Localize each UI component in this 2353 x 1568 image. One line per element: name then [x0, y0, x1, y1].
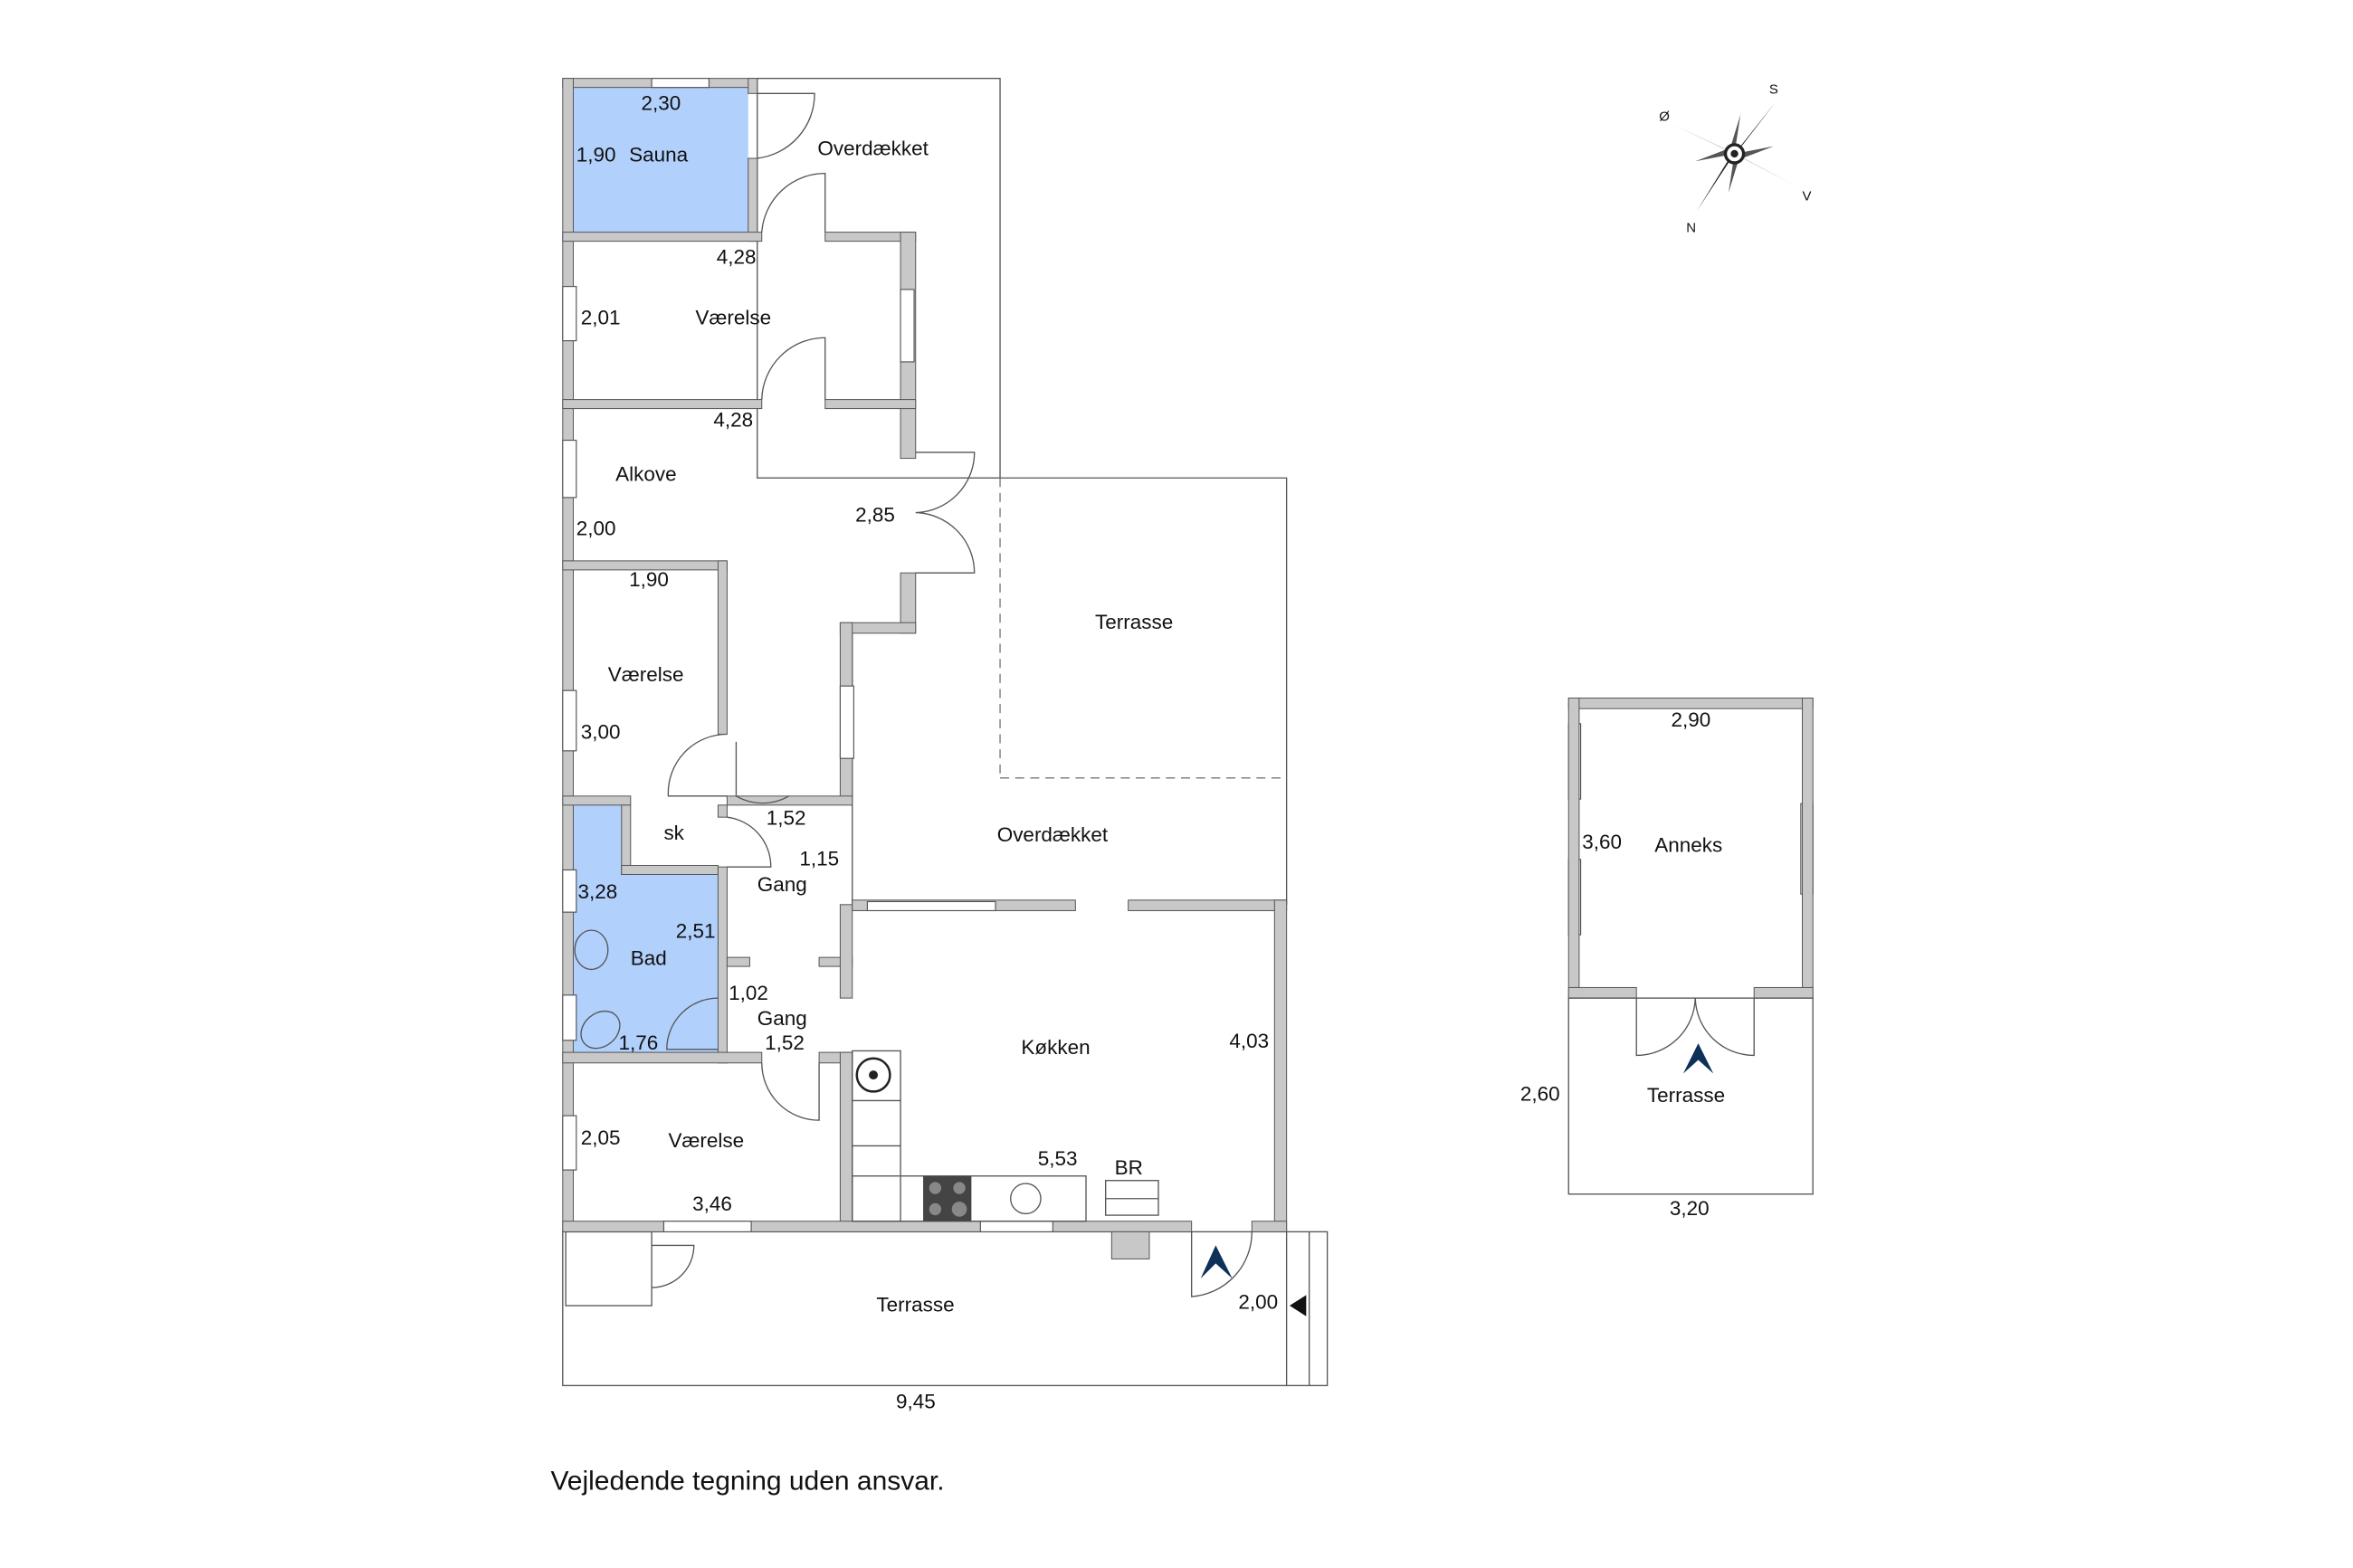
annex-entrance-marker-icon: [1682, 1043, 1714, 1074]
compass-s: S: [1769, 81, 1778, 97]
sauna-width: 2,30: [641, 92, 681, 115]
closet-label: sk: [663, 822, 684, 844]
doors: [666, 92, 1253, 1297]
alcove-depth: 2,00: [576, 518, 616, 540]
outbuilding: [565, 1231, 653, 1307]
compass-o: Ø: [1659, 109, 1670, 124]
bath-floor: [573, 804, 719, 1053]
room1-width: 4,28: [717, 246, 757, 269]
bath-label: Bad: [631, 946, 667, 969]
room2-width: 1,90: [629, 568, 669, 591]
kitchen-depth: 4,03: [1229, 1030, 1269, 1052]
hall1-width: 1,52: [767, 806, 806, 829]
terrace-right-label: Terrasse: [1095, 611, 1173, 633]
room2-depth: 3,00: [581, 721, 621, 744]
annex-terrace-width: 3,20: [1670, 1197, 1710, 1220]
labels: 2,30 1,90 Sauna Overdækket 4,28 2,01 Vær…: [576, 92, 1725, 1413]
kitchen-width: 5,53: [1038, 1147, 1078, 1170]
annex-terrace-label: Terrasse: [1647, 1084, 1725, 1107]
compass-v: V: [1803, 189, 1812, 204]
kitchen-br: BR: [1115, 1156, 1143, 1179]
fixtures: [574, 929, 1159, 1222]
hall1-label: Gang: [757, 873, 807, 896]
chimney: [1110, 1231, 1150, 1259]
terrace-bottom-depth: 2,00: [1238, 1290, 1278, 1313]
room1-label: Værelse: [695, 306, 771, 328]
disclaimer: Vejledende tegning uden ansvar.: [550, 1466, 944, 1496]
terrace-bottom-label: Terrasse: [876, 1294, 954, 1316]
alcove-side: 2,85: [855, 504, 895, 527]
br-box: [1105, 1180, 1159, 1216]
arrow-marker-icon: [1289, 1295, 1307, 1316]
sauna-label: Sauna: [629, 143, 689, 166]
hall2-width: 1,52: [765, 1031, 805, 1054]
compass-n: N: [1686, 221, 1696, 236]
bath-width: 2,51: [676, 919, 716, 942]
sauna-depth: 1,90: [576, 143, 616, 166]
compass-icon: S Ø V N: [1659, 81, 1811, 235]
room2-label: Værelse: [608, 663, 684, 686]
covered-mid-label: Overdækket: [997, 823, 1109, 846]
room1-depth: 2,01: [581, 306, 621, 328]
annex-terrace-depth: 2,60: [1520, 1082, 1560, 1105]
kitchen-label: Køkken: [1021, 1036, 1090, 1059]
hall2-depth: 1,02: [729, 982, 768, 1004]
hall2-label: Gang: [757, 1007, 807, 1030]
room3-depth: 2,05: [581, 1126, 621, 1149]
alcove-label: Alkove: [615, 463, 677, 486]
toilet-icon: [580, 1010, 621, 1050]
entrance-marker-icon: [1200, 1245, 1233, 1279]
hall1-depth: 1,15: [799, 847, 839, 870]
room3-width: 3,46: [692, 1193, 732, 1215]
sink-icon: [1010, 1183, 1042, 1215]
annex-label: Anneks: [1654, 833, 1722, 856]
sauna-floor: [573, 87, 748, 233]
alcove-width: 4,28: [713, 409, 753, 432]
annex-depth: 3,60: [1582, 831, 1622, 853]
fan-icon: [855, 1057, 891, 1093]
room3-label: Værelse: [668, 1129, 744, 1152]
annex-width: 2,90: [1672, 708, 1711, 731]
washbasin-icon: [574, 929, 609, 971]
terrace-bottom-width: 9,45: [896, 1390, 936, 1412]
bath-bottom: 1,76: [618, 1031, 658, 1054]
covered-top-label: Overdækket: [817, 138, 929, 160]
annex: [1567, 698, 1814, 1195]
bath-depth: 3,28: [577, 880, 617, 903]
